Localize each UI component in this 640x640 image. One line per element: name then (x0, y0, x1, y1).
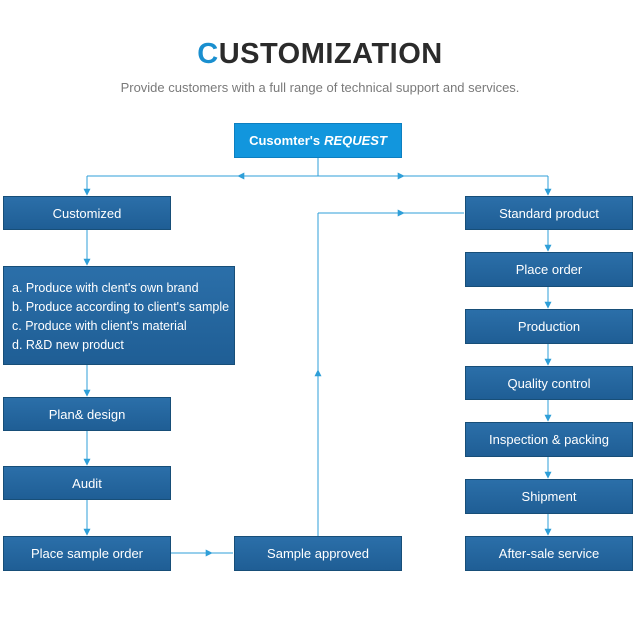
after-sale-service-box: After-sale service (465, 536, 633, 571)
request-label-emphasis: REQUEST (324, 133, 387, 148)
plan-design-box: Plan& design (3, 397, 171, 431)
option-item: a. Produce with clent's own brand (12, 281, 199, 295)
shipment-box: Shipment (465, 479, 633, 514)
title-accent-letter: C (197, 38, 219, 70)
place-sample-order-box: Place sample order (3, 536, 171, 571)
inspection-packing-box: Inspection & packing (465, 422, 633, 457)
customized-box: Customized (3, 196, 171, 230)
options-box: a. Produce with clent's own brand b. Pro… (3, 266, 235, 365)
option-item: c. Produce with client's material (12, 319, 187, 333)
sample-approved-box: Sample approved (234, 536, 402, 571)
place-order-box: Place order (465, 252, 633, 287)
page-title: CUSTOMIZATION (0, 38, 640, 71)
option-item: d. R&D new product (12, 338, 124, 352)
request-label: Cusomter's (249, 133, 321, 148)
page-subtitle: Provide customers with a full range of t… (120, 80, 520, 95)
option-item: b. Produce according to client's sample (12, 300, 230, 314)
title-rest: USTOMIZATION (218, 38, 443, 70)
quality-control-box: Quality control (465, 366, 633, 400)
production-box: Production (465, 309, 633, 344)
standard-product-box: Standard product (465, 196, 633, 230)
audit-box: Audit (3, 466, 171, 500)
